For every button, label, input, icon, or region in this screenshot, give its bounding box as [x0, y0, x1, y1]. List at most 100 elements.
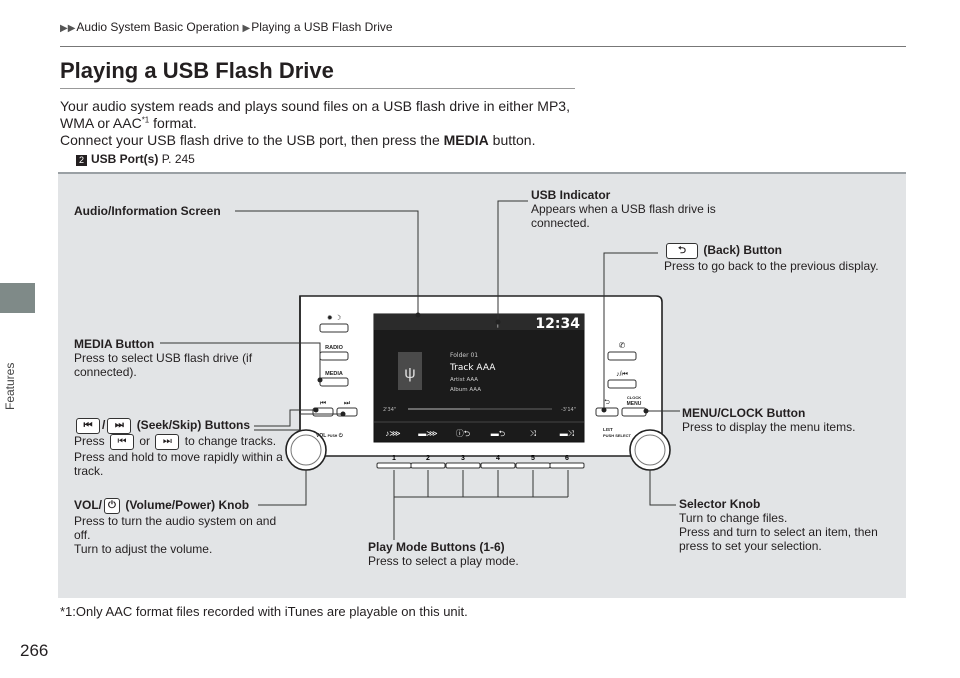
usb-artwork-icon: [398, 352, 422, 390]
media-label: MEDIA: [325, 371, 343, 377]
vol-label: VOL PUSH ⏻: [316, 433, 343, 439]
callout-play-mode: Play Mode Buttons (1-6) Press to select …: [368, 540, 568, 568]
radio-label: RADIO: [325, 345, 343, 351]
intro-text: WMA or AAC: [60, 115, 142, 131]
preset-button-1[interactable]: [376, 462, 412, 469]
track-name: Track AAA: [449, 363, 496, 373]
callout-desc: Press to select USB flash drive (if conn…: [74, 351, 253, 379]
screen-status-bar: [374, 314, 584, 330]
play-mode-icon-5: ⤨: [530, 429, 537, 438]
callout-title: USB Indicator: [531, 188, 611, 202]
seek-back-icon: ⏮: [110, 434, 135, 450]
remaining-time: -3'14": [561, 407, 576, 413]
usb-symbol-icon: ψ: [404, 365, 415, 382]
callout-media-button: MEDIA Button Press to select USB flash d…: [74, 337, 274, 379]
intro-text: format.: [149, 115, 197, 131]
callout-desc: Press to turn the audio system on and of…: [74, 514, 277, 542]
callout-desc: Press: [74, 434, 105, 449]
menu-clock-button[interactable]: [621, 407, 647, 417]
callout-title: VOL/: [74, 498, 103, 513]
preset-button-5[interactable]: [515, 462, 551, 469]
push-select-label: PUSH SELECT: [603, 433, 632, 438]
callout-title: Selector Knob: [679, 497, 761, 511]
clock-label: CLOCK: [627, 395, 641, 400]
usb-indicator-icon: ⫯: [495, 319, 500, 330]
breadcrumb-item[interactable]: Playing a USB Flash Drive: [251, 20, 393, 34]
callout-desc: Press and turn to select an item, then p…: [679, 525, 878, 553]
seek-back-icon: ⏮: [320, 400, 326, 407]
footnote-marker[interactable]: *1: [141, 115, 150, 125]
section-tab: [0, 283, 35, 313]
callout-vol-knob: VOL/⏻ (Volume/Power) Knob Press to turn …: [74, 498, 279, 556]
callout-desc: Press to go back to the previous display…: [664, 259, 879, 273]
preset-label: 1: [392, 455, 396, 462]
callout-back-button: ⮌ (Back) Button Press to go back to the …: [664, 243, 909, 273]
header-divider: [60, 46, 906, 47]
hang-up-button[interactable]: [607, 379, 637, 389]
play-mode-icon-3: ⓘ⮌: [456, 429, 470, 438]
preset-label: 3: [461, 455, 465, 462]
menu-label: MENU: [627, 401, 642, 407]
seek-forward-icon: ⏭: [107, 418, 132, 434]
callout-desc: to change tracks.: [184, 434, 277, 449]
play-mode-icon-1: ♪⋙: [385, 429, 400, 438]
cross-reference[interactable]: 2 USB Port(s) P. 245: [76, 152, 195, 166]
preset-buttons: 1 2 3 4 5 6: [376, 455, 585, 469]
callout-usb-indicator: USB Indicator Appears when a USB flash d…: [531, 188, 751, 230]
artist-name: Artist AAA: [450, 377, 478, 383]
callout-audio-screen: Audio/Information Screen: [74, 204, 221, 218]
callout-desc: Press to display the menu items.: [682, 420, 856, 434]
preset-button-6[interactable]: [549, 462, 585, 469]
preset-button-2[interactable]: [410, 462, 446, 469]
breadcrumb-item[interactable]: Audio System Basic Operation: [76, 20, 240, 34]
back-button[interactable]: [595, 407, 619, 417]
intro-line-3: Connect your USB flash drive to the USB …: [60, 132, 535, 148]
hang-up-icon: ♪/⏮: [616, 371, 628, 378]
reference-label: USB Port(s): [91, 152, 159, 166]
callout-title: (Seek/Skip) Buttons: [136, 418, 251, 433]
callout-desc: or: [139, 434, 151, 449]
brightness-button[interactable]: [319, 323, 349, 333]
radio-button[interactable]: [319, 351, 349, 361]
preset-button-3[interactable]: [445, 462, 481, 469]
footnote: *1:Only AAC format files recorded with i…: [60, 604, 468, 619]
preset-label: 4: [496, 455, 500, 462]
elapsed-time: 2'34": [383, 407, 396, 413]
breadcrumb: ▶▶Audio System Basic Operation ▶Playing …: [60, 20, 393, 34]
seek-forward-button[interactable]: [336, 407, 358, 417]
phone-icon: ✆: [619, 341, 626, 350]
intro-bold: MEDIA: [443, 132, 489, 148]
leader-dots: [313, 312, 649, 417]
reference-icon: 2: [76, 155, 87, 166]
callout-title: MENU/CLOCK Button: [682, 406, 806, 420]
callout-title: Play Mode Buttons (1-6): [368, 540, 505, 554]
callout-desc: Turn to adjust the volume.: [74, 542, 213, 556]
preset-button-4[interactable]: [480, 462, 516, 469]
selector-knob[interactable]: [629, 429, 671, 471]
album-name: Album AAA: [450, 387, 481, 393]
breadcrumb-arrow-icon: ▶: [242, 23, 251, 34]
intro-line-1: Your audio system reads and plays sound …: [60, 98, 570, 114]
intro-text: Connect your USB flash drive to the USB …: [60, 132, 444, 148]
leader-lines: [160, 200, 680, 540]
page-title: Playing a USB Flash Drive: [60, 58, 334, 83]
seek-forward-icon: ⏭: [155, 434, 180, 450]
callout-selector-knob: Selector Knob Turn to change files. Pres…: [679, 497, 894, 553]
page-number: 266: [20, 641, 49, 660]
callout-title: (Volume/Power) Knob: [125, 498, 250, 513]
preset-label: 2: [426, 455, 430, 462]
reference-page: P. 245: [161, 152, 195, 166]
callout-seek-skip: ⏮/⏭ (Seek/Skip) Buttons Press ⏮ or ⏭ to …: [74, 418, 289, 478]
intro-text: button.: [488, 132, 536, 148]
callout-title: Audio/Information Screen: [74, 204, 221, 218]
callout-desc: Appears when a USB flash drive is connec…: [531, 202, 716, 230]
intro-line-2: WMA or AAC*1 format.: [60, 115, 197, 131]
back-icon: ⮌: [604, 398, 610, 406]
preset-label: 5: [531, 455, 535, 462]
title-divider: [60, 88, 575, 89]
media-button[interactable]: [319, 377, 349, 387]
play-mode-icon-4: ▬⮌: [491, 429, 505, 438]
phone-button[interactable]: [607, 351, 637, 361]
preset-label: 6: [565, 455, 569, 462]
